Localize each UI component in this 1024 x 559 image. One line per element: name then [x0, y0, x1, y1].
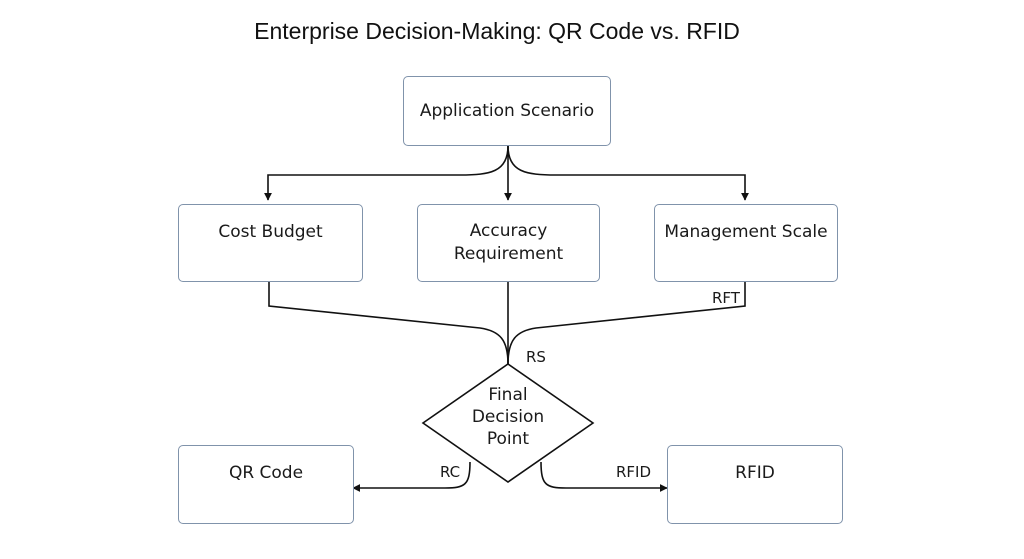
edge-cost-to-decision	[268, 282, 509, 365]
node-cost-budget-label: Cost Budget	[218, 222, 323, 242]
edge-label-rs: RS	[526, 348, 546, 366]
edge-scenario-to-cost	[264, 145, 509, 201]
node-accuracy-requirement: Accuracy Requirement	[417, 204, 600, 282]
node-final-decision-point: Final Decision Point	[448, 384, 568, 450]
node-cost-budget: Cost Budget	[178, 204, 363, 282]
edge-decision-to-qr	[352, 461, 471, 492]
edge-label-rc: RC	[440, 463, 461, 481]
node-management-scale-label: Management Scale	[664, 222, 828, 242]
node-application-scenario: Application Scenario	[403, 76, 611, 146]
edge-management-to-decision	[507, 282, 746, 365]
node-rfid-label: RFID	[735, 463, 775, 483]
decision-line-2: Decision	[471, 407, 545, 427]
node-accuracy-requirement-line-2: Requirement	[453, 244, 564, 264]
edge-label-rft: RFT	[712, 289, 740, 307]
edge-label-rfid: RFID	[616, 463, 652, 481]
node-rfid: RFID	[667, 445, 843, 524]
diagram-title: Enterprise Decision-Making: QR Code vs. …	[254, 18, 740, 44]
node-accuracy-requirement-line-1: Accuracy	[469, 221, 548, 241]
edge-decision-to-rfid	[540, 461, 668, 492]
decision-line-3: Point	[486, 429, 530, 449]
node-qr-code: QR Code	[178, 445, 354, 524]
node-management-scale: Management Scale	[654, 204, 838, 282]
decision-diamond	[421, 363, 595, 483]
edge-scenario-to-management	[507, 145, 749, 201]
node-application-scenario-label: Application Scenario	[419, 100, 595, 121]
decision-line-1: Final	[488, 385, 528, 405]
node-qr-code-label: QR Code	[228, 463, 304, 483]
